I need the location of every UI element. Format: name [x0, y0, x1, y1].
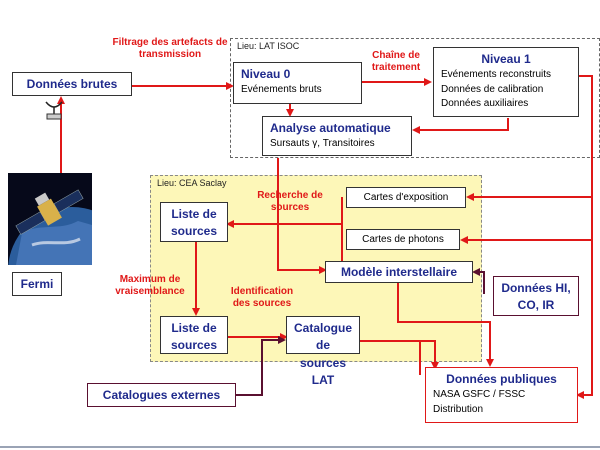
liste-sources-box-2: Liste de sources [160, 316, 228, 354]
niveau0-title: Niveau 0 [241, 67, 291, 81]
donnees-publiques-line: Distribution [433, 403, 484, 415]
catalogue-lat-title: Catalogue de sources LAT [294, 321, 353, 388]
fermi-box: Fermi [12, 272, 62, 296]
analyse-title: Analyse automatique [270, 121, 391, 135]
donnees-brutes-box: Données brutes [12, 72, 132, 96]
niveau1-line: Données auxiliaires [441, 98, 529, 110]
donnees-publiques-title: Données publiques [446, 372, 557, 386]
cartes-photons-label: Cartes de photons [362, 234, 444, 245]
saclay-region-label: Lieu: CEA Saclay [157, 178, 227, 188]
isoc-region-label: Lieu: LAT ISOC [237, 41, 300, 51]
maximum-label: Maximum de vraisemblance [115, 274, 185, 297]
filtrage-label: Filtrage des artefacts de transmission [112, 37, 228, 60]
donnees-publiques-line: NASA GSFC / FSSC [433, 389, 526, 401]
catalogue-lat-box: Catalogue de sources LAT [286, 316, 360, 387]
liste-sources-title: Liste de sources [170, 207, 218, 239]
niveau0-sub: Evénements bruts [241, 84, 322, 96]
niveau0-box: Niveau 0 Evénements bruts [233, 62, 362, 104]
cartes-exposition-box: Cartes d'exposition [346, 187, 466, 208]
cartes-photons-box: Cartes de photons [346, 229, 460, 250]
modele-box: Modèle interstellaire [325, 261, 473, 283]
niveau1-box: Niveau 1 Evénements reconstruits Données… [433, 47, 579, 117]
catalogues-externes-title: Catalogues externes [102, 388, 221, 402]
satellite-image [8, 173, 92, 265]
donnees-hi-title: Données HI, CO, IR [501, 281, 571, 313]
donnees-brutes-title: Données brutes [26, 77, 118, 91]
niveau1-title: Niveau 1 [481, 52, 531, 66]
analyse-box: Analyse automatique Sursauts γ, Transito… [262, 116, 412, 156]
fermi-title: Fermi [20, 277, 54, 291]
donnees-publiques-box: Données publiques NASA GSFC / FSSC Distr… [425, 367, 578, 423]
analyse-sub: Sursauts γ, Transitoires [270, 138, 375, 150]
bottom-divider [0, 446, 600, 448]
ground-antenna-icon [42, 96, 66, 120]
niveau1-line: Evénements reconstruits [441, 69, 552, 81]
donnees-hi-box: Données HI, CO, IR [493, 276, 579, 316]
catalogues-externes-box: Catalogues externes [87, 383, 236, 407]
niveau1-line: Données de calibration [441, 83, 544, 95]
liste-sources-title: Liste de sources [170, 321, 218, 353]
chaine-label: Chaîne de traitement [371, 50, 421, 73]
cartes-exposition-label: Cartes d'exposition [363, 192, 449, 203]
liste-sources-box-1: Liste de sources [160, 202, 228, 242]
recherche-label: Recherche de sources [257, 190, 323, 213]
identification-label: Identification des sources [230, 286, 294, 309]
modele-title: Modèle interstellaire [340, 265, 458, 279]
